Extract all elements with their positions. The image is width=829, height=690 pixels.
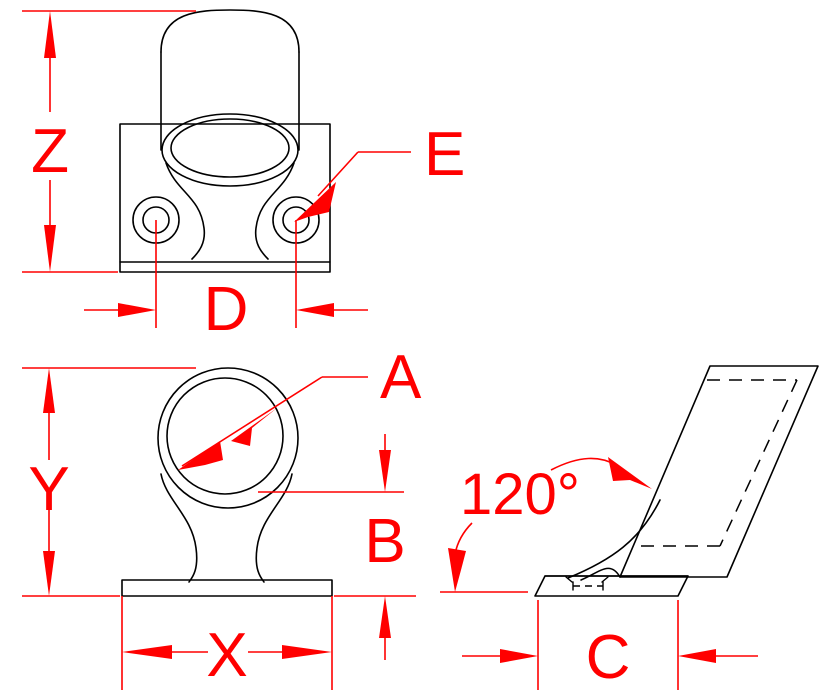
dimension-label-d: D — [204, 275, 249, 344]
iso-view-geometry — [534, 365, 819, 597]
arrowhead-b-top — [379, 450, 391, 492]
dimension-label-a: A — [380, 343, 422, 412]
iso-view: 120° C — [440, 365, 819, 690]
arrowhead-z-top — [44, 11, 56, 58]
dimension-x: X — [121, 596, 333, 690]
dimension-d: D — [84, 220, 368, 344]
callout-e: E — [294, 120, 465, 222]
callout-angle: 120° — [440, 457, 652, 593]
front-view: Z D E — [22, 9, 465, 344]
arrowhead-a-lower — [178, 441, 223, 470]
dimension-label-b: B — [364, 507, 405, 576]
arrowhead-angle-lower — [448, 548, 466, 592]
dimension-z: Z — [22, 10, 196, 273]
arrowhead-c-right — [678, 649, 716, 663]
dimension-label-y: Y — [28, 455, 69, 524]
arrowhead-y-top — [43, 368, 55, 413]
side-view: Y A B X — [22, 343, 422, 690]
dimension-y: Y — [22, 367, 196, 597]
arrowhead-z-bottom — [44, 225, 56, 272]
arrowhead-x-left — [122, 645, 172, 659]
arrowhead-a-upper — [231, 408, 277, 446]
dimension-label-angle: 120° — [460, 462, 580, 527]
arrowhead-x-right — [282, 645, 332, 659]
arrowhead-d-right — [296, 303, 334, 317]
arrowhead-y-bottom — [43, 551, 55, 596]
arrowhead-angle-upper — [608, 457, 652, 489]
dimension-b: B — [258, 434, 416, 660]
dimension-label-c: C — [586, 623, 631, 690]
arrowhead-b-bottom — [379, 596, 391, 638]
dimension-c: C — [462, 600, 758, 690]
dimension-label-x: X — [206, 621, 247, 690]
arrowhead-e — [294, 182, 336, 222]
arrowhead-c-left — [500, 649, 538, 663]
arrowhead-d-left — [118, 303, 156, 317]
dimension-label-e: E — [424, 120, 465, 189]
dimension-label-z: Z — [31, 117, 69, 186]
dimension-a: A — [178, 343, 422, 470]
